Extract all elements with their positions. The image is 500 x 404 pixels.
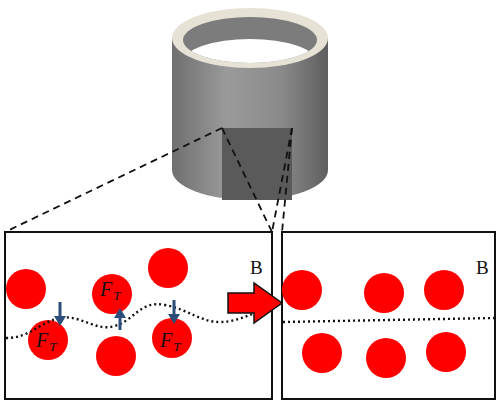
force-label: F [100,279,112,299]
boundary-label: B [250,258,263,277]
ring-wall [172,38,328,200]
zoom-lines [5,128,292,232]
inset-panel [282,232,495,399]
ring-hole [183,39,317,85]
boundary-label: B [476,258,489,277]
force-label: F [36,330,48,350]
transition-arrow [228,283,282,323]
force-subscript: T [113,289,120,302]
particles [282,270,466,378]
particles [6,248,192,376]
boundary-line [283,318,494,322]
force-subscript: T [49,340,56,353]
force-label: F [160,330,172,350]
inset-panel [5,232,272,399]
force-arrows [54,300,180,330]
force-subscript: T [173,340,180,353]
zoom-window [222,128,292,200]
